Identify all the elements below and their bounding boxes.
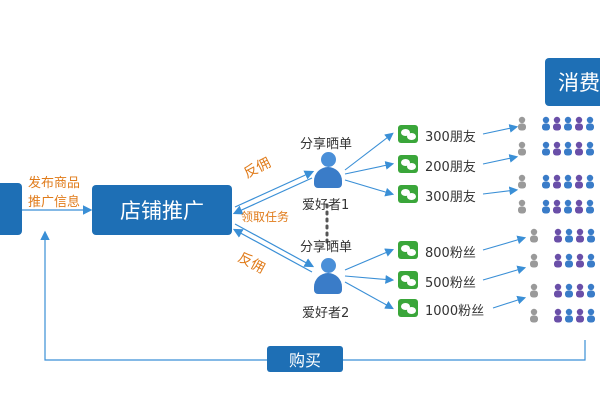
arrow-to-fan2: [234, 223, 315, 268]
channel-label: 800粉丝: [425, 246, 476, 261]
store-promotion-label: 店铺推广: [120, 199, 204, 223]
consumer-box: 消费: [545, 58, 600, 106]
arrow-from-fan2: [232, 228, 313, 273]
channel-label: 300朋友: [425, 190, 476, 205]
consumer-label: 消费: [558, 71, 600, 95]
merchant-box: [0, 183, 22, 235]
person-icon: [312, 152, 344, 192]
wechat-icon: [398, 271, 418, 289]
wechat-icon: [398, 155, 418, 173]
person-icon: [312, 258, 344, 298]
arrow-to-fan1: [234, 170, 315, 208]
claim-task-label: 领取任务: [241, 210, 290, 224]
channel-label: 500粉丝: [425, 276, 476, 291]
wechat-icon: [398, 125, 418, 143]
publish-info-line2: 推广信息: [28, 195, 81, 210]
purchase-label: 购买: [288, 351, 321, 370]
wechat-icon: [398, 241, 418, 259]
channel-label: 300朋友: [425, 130, 476, 145]
arrow-from-fan1: [232, 177, 313, 215]
publish-info-line1: 发布商品: [28, 176, 81, 191]
channel-label: 1000粉丝: [425, 304, 485, 319]
wechat-icon: [398, 185, 418, 203]
share-bottom-label: 分享晒单: [300, 240, 353, 255]
fan1-label: 爱好者1: [302, 198, 350, 213]
fan2-label: 爱好者2: [302, 306, 350, 321]
purchase-box: 购买: [267, 346, 343, 372]
wechat-icon: [398, 299, 418, 317]
channel-label: 200朋友: [425, 160, 476, 175]
share-top-label: 分享晒单: [300, 137, 353, 152]
store-promotion-box: 店铺推广: [92, 185, 232, 235]
